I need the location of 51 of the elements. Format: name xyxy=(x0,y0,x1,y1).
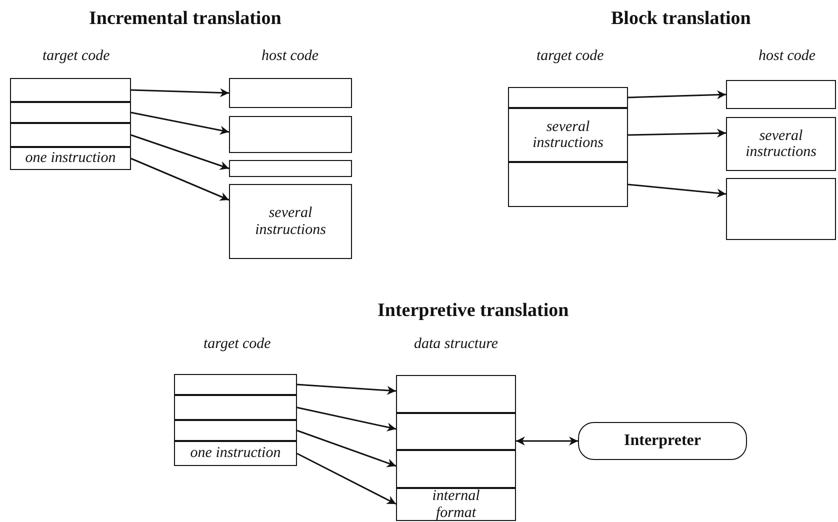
block-label: several instructions xyxy=(254,205,327,238)
code-block-box xyxy=(396,450,516,488)
code-block-box xyxy=(174,420,297,441)
code-block-box xyxy=(10,78,131,102)
section-heading: Interpretive translation xyxy=(378,300,569,322)
code-block-box xyxy=(508,108,628,162)
section-heading: Block translation xyxy=(611,8,751,30)
arrow xyxy=(296,384,396,395)
column-heading: data structure xyxy=(414,336,498,353)
block-label: internal format xyxy=(431,488,481,521)
block-label: several instructions xyxy=(532,118,604,152)
column-heading: target code xyxy=(42,48,110,65)
arrow xyxy=(130,88,230,98)
code-block-box xyxy=(10,102,131,123)
column-heading: host code xyxy=(262,48,319,65)
code-block-box xyxy=(10,123,131,147)
code-block-box xyxy=(229,78,352,108)
arrow xyxy=(130,134,230,170)
code-block-box xyxy=(174,374,297,395)
arrow xyxy=(296,406,396,432)
code-block-box xyxy=(726,117,836,171)
code-block-box xyxy=(229,160,352,177)
process-label: Interpreter xyxy=(624,432,701,450)
code-block-box xyxy=(396,488,516,521)
arrow xyxy=(628,128,726,138)
double-arrow xyxy=(516,436,578,446)
block-label: one instruction xyxy=(190,445,281,462)
column-heading: host code xyxy=(758,48,816,65)
arrow xyxy=(130,112,230,135)
code-block-box xyxy=(508,162,628,207)
code-block-box xyxy=(508,87,628,108)
code-block-box xyxy=(726,178,836,240)
code-block-box xyxy=(726,80,836,109)
rounded-process-box xyxy=(578,422,747,460)
arrow xyxy=(628,184,726,198)
section-heading: Incremental translation xyxy=(89,8,282,30)
code-block-box xyxy=(174,441,297,466)
code-block-box xyxy=(396,413,516,450)
code-block-box xyxy=(174,395,297,420)
arrow xyxy=(296,430,396,468)
code-block-box xyxy=(396,375,516,413)
arrow xyxy=(296,452,396,505)
block-label: several instructions xyxy=(744,128,818,160)
code-block-box xyxy=(10,147,131,170)
column-heading: target code xyxy=(536,48,604,65)
block-label: one instruction xyxy=(25,150,116,167)
code-block-box xyxy=(229,184,352,259)
arrow xyxy=(130,158,230,201)
column-heading: target code xyxy=(204,336,271,353)
arrow xyxy=(628,90,726,100)
code-block-box xyxy=(229,116,352,153)
